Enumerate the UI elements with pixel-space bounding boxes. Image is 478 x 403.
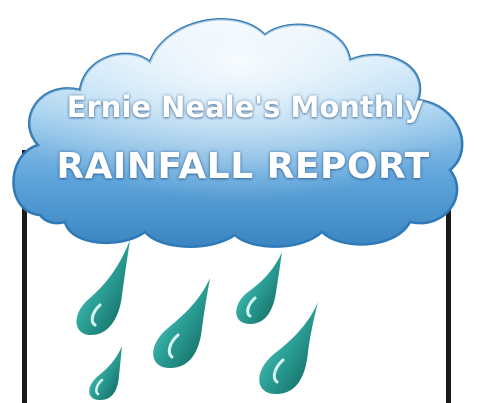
frame-right-line <box>446 150 451 403</box>
report-title-line-1: Ernie Neale's Monthly <box>66 90 424 124</box>
report-title-line-2: RAINFALL REPORT <box>56 146 430 187</box>
raindrop-icon <box>76 240 130 336</box>
raindrop-icon <box>89 346 122 400</box>
raindrop-icon <box>153 278 210 368</box>
raindrop-icon <box>236 252 282 324</box>
frame-left-line <box>22 150 27 403</box>
cloud-icon <box>12 18 464 248</box>
raindrop-icon <box>259 302 318 394</box>
